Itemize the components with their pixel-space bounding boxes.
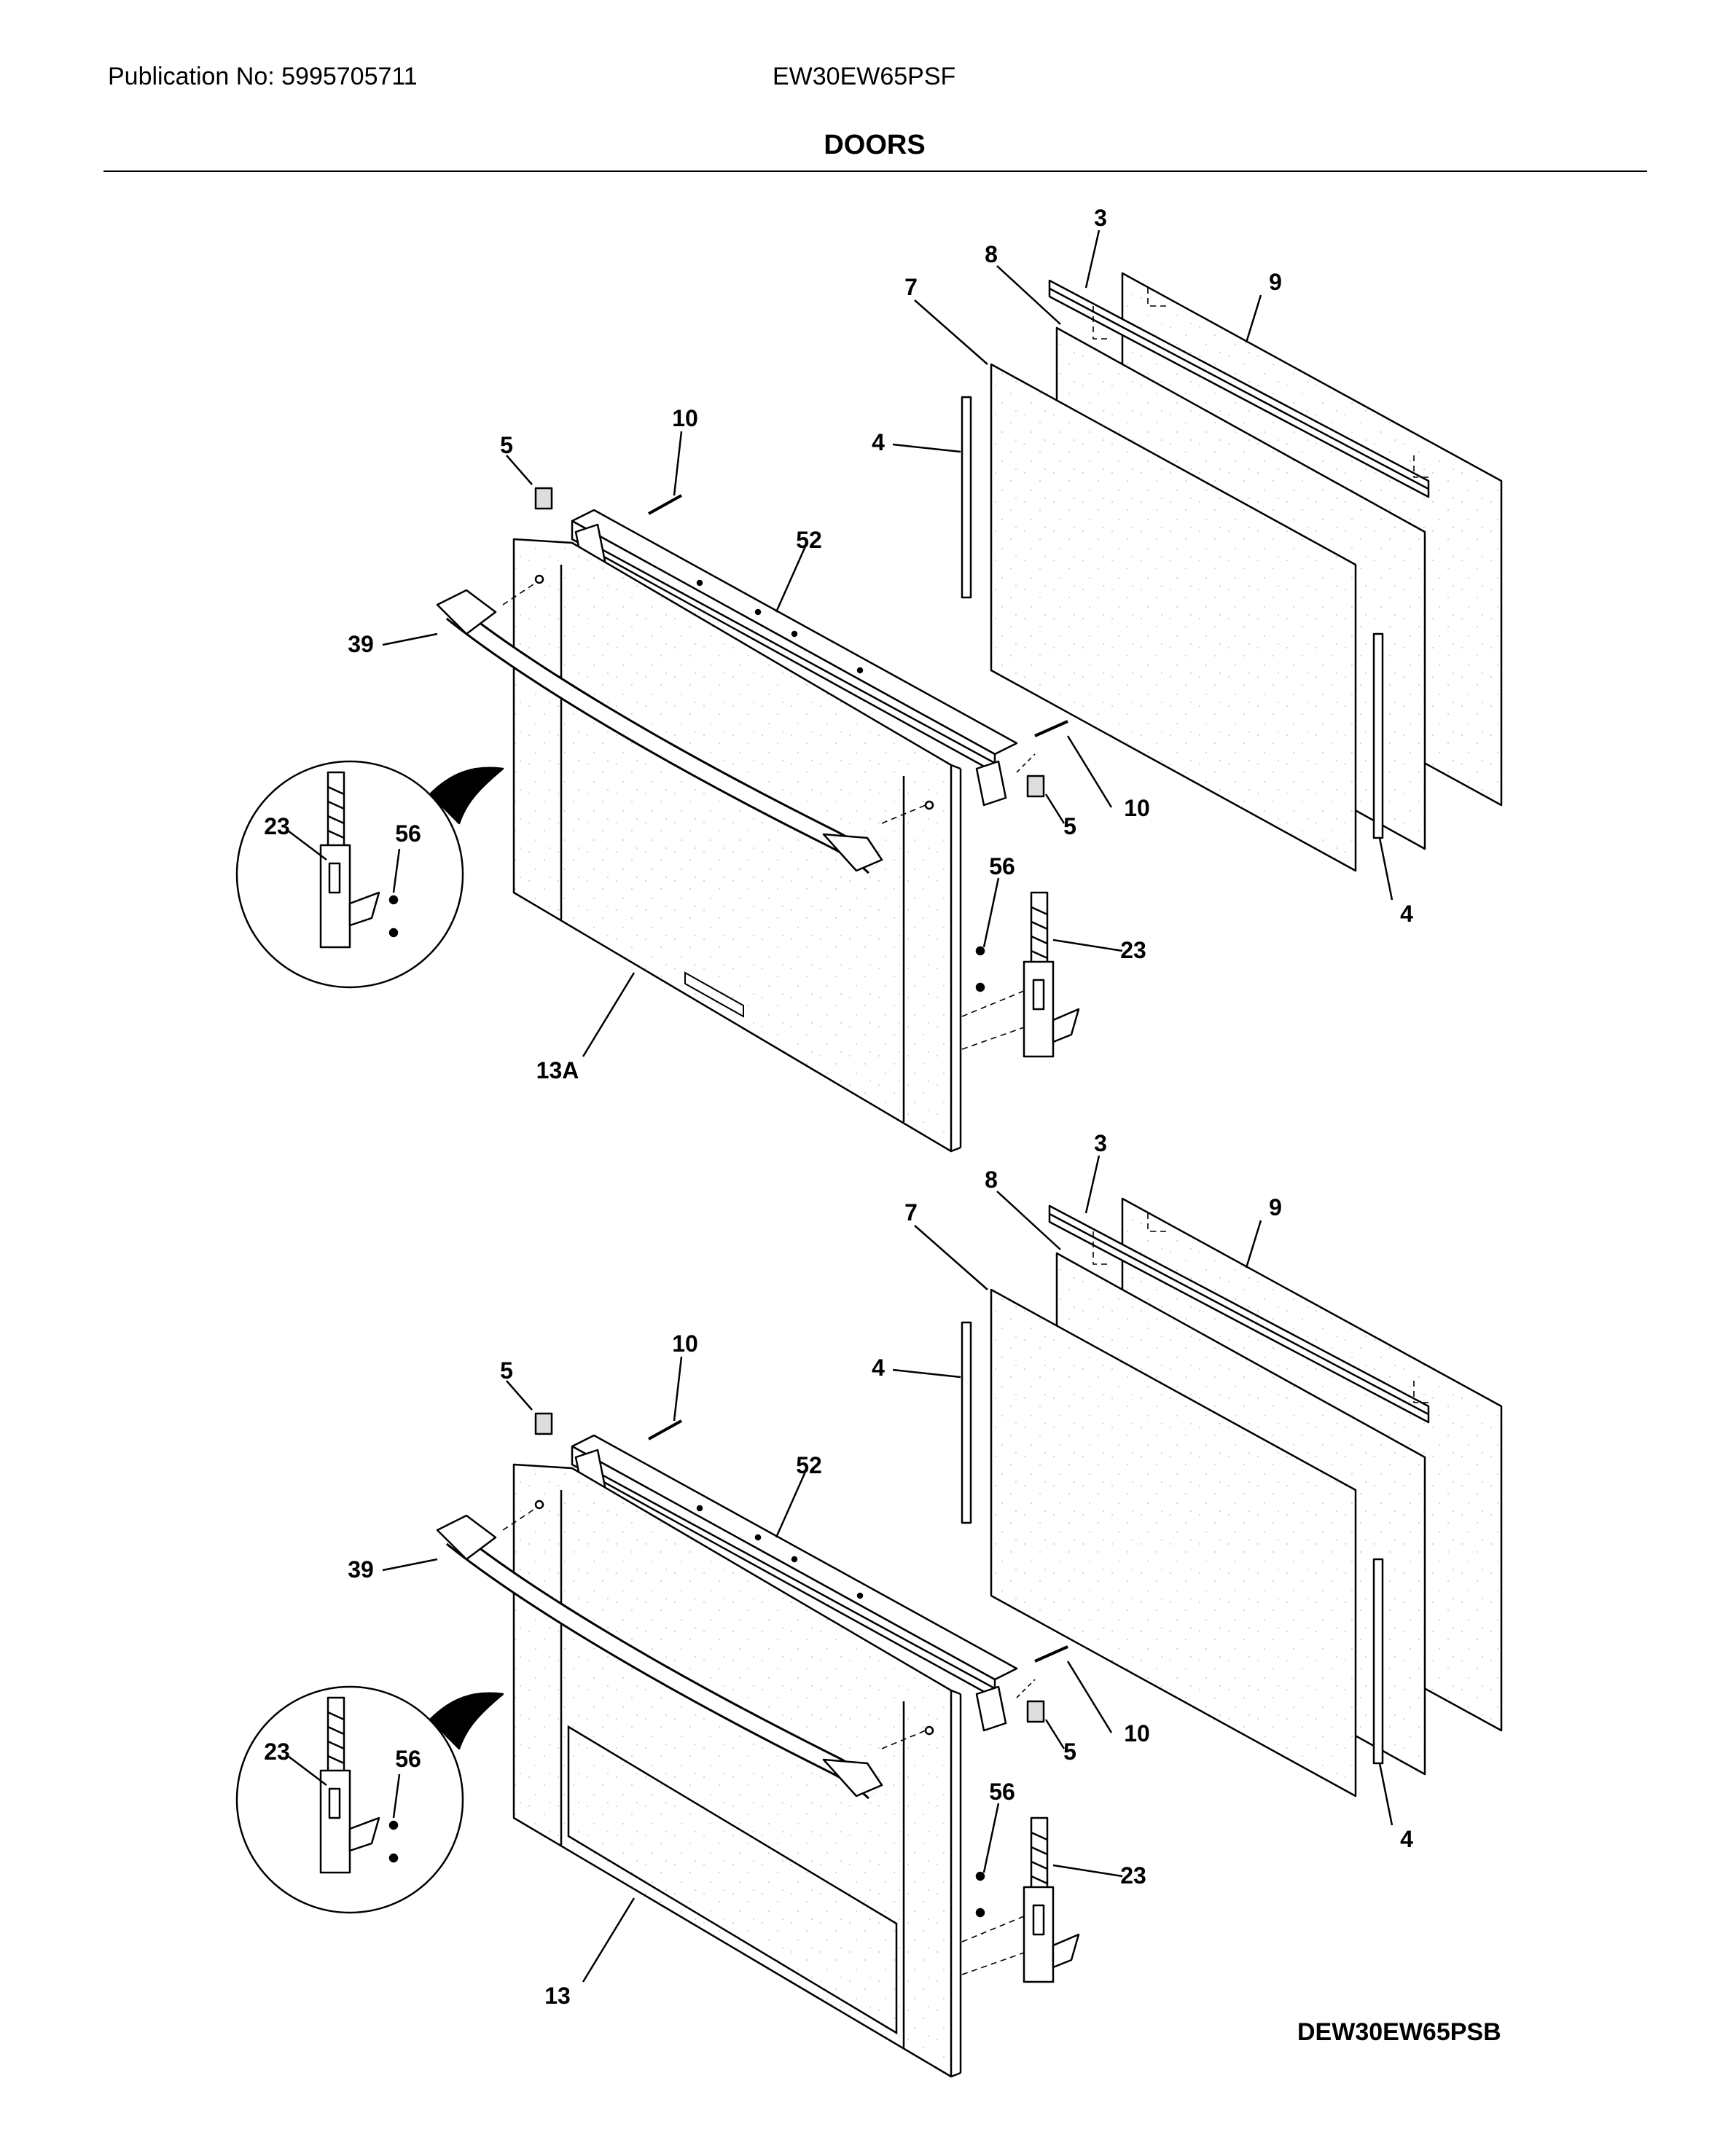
- part-callout-3: 3: [1094, 205, 1107, 231]
- part-callout-10: 10: [1124, 795, 1150, 821]
- part-callout-23: 23: [264, 813, 290, 839]
- part-callout-23: 23: [1120, 937, 1146, 963]
- part-callout-39: 39: [348, 1556, 374, 1583]
- part-callout-4: 4: [872, 1355, 885, 1381]
- part-callout-9: 9: [1269, 269, 1282, 295]
- part-callout-4: 4: [872, 429, 885, 455]
- bottom-door-assembly-drawing: [237, 1156, 1501, 2077]
- publication-number: Publication No: 5995705711: [108, 63, 418, 90]
- part-callout-23: 23: [264, 1738, 290, 1765]
- callouts-bottom-assembly: 3 8 9 7 10 4 5 52 39 10 5 23 56 56 23 4 13: [264, 1130, 1413, 2009]
- part-callout-4: 4: [1400, 1826, 1413, 1852]
- part-callout-52: 52: [796, 527, 822, 553]
- part-callout-5: 5: [1063, 1738, 1076, 1765]
- part-callout-13: 13: [544, 1983, 571, 2009]
- brand-badge: [684, 971, 744, 1018]
- part-callout-5: 5: [500, 1357, 513, 1384]
- page-title: DOORS: [824, 130, 926, 160]
- part-callout-10: 10: [1124, 1720, 1150, 1747]
- part-callout-5: 5: [500, 432, 513, 458]
- part-callout-10: 10: [672, 405, 698, 431]
- part-callout-3: 3: [1094, 1130, 1107, 1156]
- window-outline: [567, 1725, 898, 2035]
- part-callout-56: 56: [989, 1779, 1015, 1805]
- part-callout-10: 10: [672, 1330, 698, 1357]
- part-callout-8: 8: [985, 241, 998, 267]
- part-callout-56: 56: [395, 820, 421, 847]
- diagram-code: DEW30EW65PSB: [1297, 2018, 1501, 2046]
- part-callout-7: 7: [904, 274, 918, 300]
- part-callout-9: 9: [1269, 1194, 1282, 1220]
- part-callout-39: 39: [348, 631, 374, 657]
- part-callout-4: 4: [1400, 901, 1413, 927]
- callouts-top-assembly: 3 8 9 7 10 4 5 52 39 10 5 23 56 56 23 4 13A: [264, 205, 1413, 1083]
- top-door-assembly-drawing: [237, 230, 1501, 1151]
- part-callout-23: 23: [1120, 1862, 1146, 1889]
- part-callout-7: 7: [904, 1199, 918, 1226]
- part-callout-56: 56: [989, 853, 1015, 879]
- part-callout-52: 52: [796, 1452, 822, 1478]
- part-callout-5: 5: [1063, 813, 1076, 839]
- part-callout-13a: 13A: [536, 1057, 579, 1083]
- title-divider: [103, 170, 1647, 172]
- part-callout-8: 8: [985, 1167, 998, 1193]
- part-callout-56: 56: [395, 1746, 421, 1772]
- model-number: EW30EW65PSF: [773, 63, 956, 90]
